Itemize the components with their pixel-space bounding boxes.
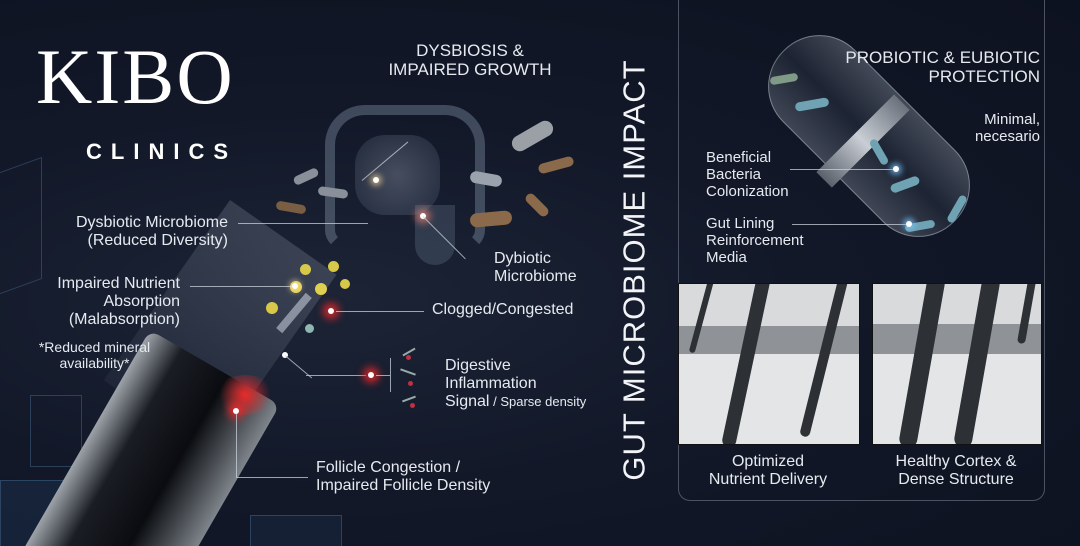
leader-line — [306, 375, 366, 376]
caption-line: Dense Structure — [898, 470, 1014, 488]
caption-healthy-cortex: Healthy Cortex & Dense Structure — [866, 453, 1046, 489]
label-impaired-absorption: Impaired Nutrient Absorption (Malabsorpt… — [20, 275, 180, 329]
hexagon-decoration — [30, 395, 82, 467]
leader-line — [336, 311, 424, 312]
leader-line — [792, 224, 906, 225]
note-line: Minimal, — [984, 111, 1040, 128]
label-line: Dysbiotic Microbiome — [75, 214, 228, 231]
label-line: Follicle Congestion / — [316, 459, 461, 476]
label-gut-lining: Gut Lining Reinforcement Media — [706, 215, 804, 266]
label-line: Signal — [445, 392, 490, 410]
label-line: Colonization — [706, 182, 789, 200]
label-suffix: / Sparse density — [489, 393, 587, 409]
nutrient-particle — [340, 279, 350, 289]
nutrient-particle — [266, 302, 278, 314]
leader-line — [238, 223, 368, 224]
label-line: availability* — [59, 354, 130, 371]
label-line: Impaired Follicle Density — [316, 476, 491, 494]
caption-nutrient-delivery: Optimized Nutrient Delivery — [678, 453, 858, 489]
marker-dot — [282, 352, 288, 358]
bacteria-icon — [469, 210, 513, 228]
label-line: Media — [706, 248, 747, 266]
right-panel-frame — [678, 0, 1045, 501]
marker-dot — [368, 372, 374, 378]
dermis-layer — [679, 354, 859, 444]
leader-line — [236, 477, 308, 478]
note-minimal: Minimal, necesario — [900, 111, 1040, 146]
label-line: (Reduced Diversity) — [87, 231, 228, 249]
label-mineral-note: *Reduced mineral availability* — [22, 339, 167, 371]
label-line: (Malabsorption) — [68, 310, 180, 328]
skin-panel-healthy-cortex — [872, 283, 1042, 445]
header-line: PROBIOTIC & EUBIOTIC — [845, 48, 1040, 67]
marker-dot — [373, 177, 379, 183]
header-line: DYSBIOSIS & — [416, 41, 524, 60]
nutrient-particle — [305, 324, 314, 333]
label-line: Absorption — [103, 292, 181, 310]
label-clogged: Clogged/Congested — [432, 301, 574, 318]
bracket-line — [390, 358, 391, 392]
caption-line: Nutrient Delivery — [708, 470, 828, 488]
label-line: Digestive — [445, 357, 511, 374]
caption-line: Healthy Cortex & — [895, 453, 1017, 470]
bacteria-icon — [275, 200, 307, 215]
header-line: PROTECTION — [928, 67, 1040, 87]
vertical-title: GUT MICROBIOME IMPACT — [610, 40, 660, 500]
label-dybiotic-microbiome: Dybiotic Microbiome — [494, 250, 577, 286]
label-line: Microbiome — [494, 267, 577, 285]
marker-dot — [233, 408, 239, 414]
inflammation-cells-icon — [398, 343, 420, 418]
bacteria-icon — [523, 191, 551, 219]
label-line: Bacteria — [706, 165, 762, 183]
nutrient-particle — [300, 264, 311, 275]
skin-layer — [873, 324, 1041, 354]
hexagon-decoration — [250, 515, 342, 546]
bacteria-icon — [509, 117, 556, 155]
label-line: Gut Lining — [706, 215, 775, 232]
marker-dot — [906, 221, 912, 227]
leader-line — [790, 169, 894, 170]
brand-subtitle: CLINICS — [86, 139, 237, 164]
label-line: *Reduced mineral — [38, 339, 151, 355]
nutrient-particle — [328, 261, 339, 272]
marker-dot — [893, 166, 899, 172]
bacteria-icon — [537, 155, 575, 175]
label-line: Impaired Nutrient — [57, 275, 180, 292]
header-line: IMPAIRED GROWTH — [388, 60, 552, 80]
marker-dot — [420, 213, 426, 219]
label-line: Reinforcement — [706, 231, 804, 249]
section-header-dysbiosis: DYSBIOSIS & IMPAIRED GROWTH — [360, 41, 580, 79]
label-beneficial-bacteria: Beneficial Bacteria Colonization — [706, 149, 789, 200]
caption-line: Optimized — [731, 453, 805, 470]
nutrient-particle — [315, 283, 327, 295]
label-follicle-congestion: Follicle Congestion / Impaired Follicle … — [316, 459, 490, 495]
inflammation-glow — [215, 375, 275, 415]
label-digestive-inflammation: Digestive Inflammation Signal / Sparse d… — [445, 357, 586, 411]
label-line: Dybiotic — [494, 250, 551, 267]
label-dysbiotic-microbiome: Dysbiotic Microbiome (Reduced Diversity) — [20, 214, 228, 250]
vertical-title-text: GUT MICROBIOME IMPACT — [617, 59, 653, 481]
label-line: Inflammation — [445, 374, 537, 392]
skin-panel-nutrient-delivery — [678, 283, 860, 445]
marker-dot — [328, 308, 334, 314]
leader-line — [236, 414, 237, 477]
label-line: Beneficial — [706, 149, 772, 166]
leader-line — [376, 375, 390, 376]
note-line: necesario — [974, 127, 1040, 145]
brand-logo: KIBO — [36, 33, 235, 120]
section-header-probiotic: PROBIOTIC & EUBIOTIC PROTECTION — [800, 48, 1040, 86]
bacteria-icon — [292, 166, 320, 187]
marker-dot — [292, 283, 298, 289]
leader-line — [190, 286, 295, 287]
